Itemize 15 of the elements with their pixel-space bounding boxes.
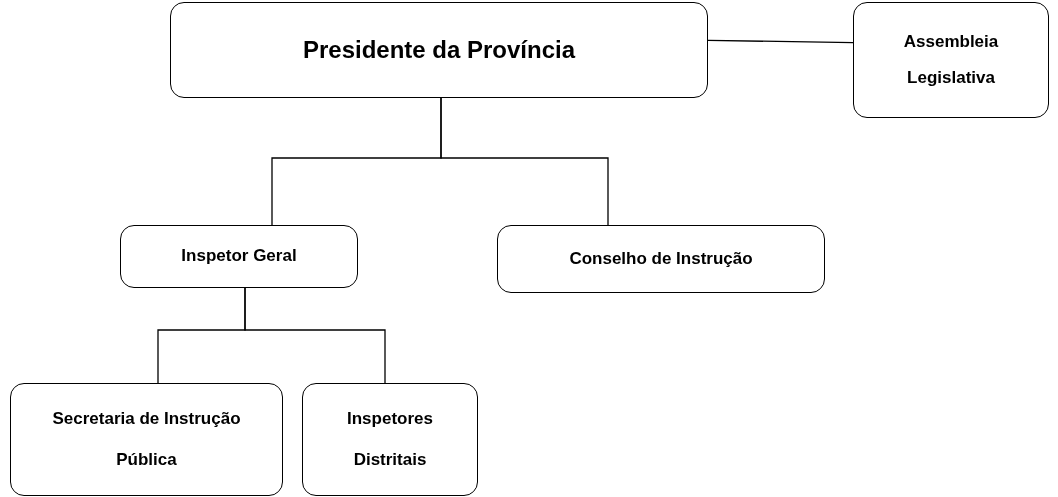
box-label: Secretaria de Instrução Pública <box>51 407 242 471</box>
org-box <box>10 383 283 496</box>
box-label: Inspetores Distritais <box>346 407 434 471</box>
connector-line <box>244 287 386 384</box>
box-label: Presidente da Província <box>302 35 576 65</box>
connector-line <box>707 39 854 44</box>
org-box <box>302 383 478 496</box>
org-box <box>497 225 825 293</box>
org-box <box>120 225 358 288</box>
box-label: Assembleia Legislativa <box>902 31 1000 89</box>
box-label: Inspetor Geral <box>181 246 297 267</box>
org-box <box>170 2 708 98</box>
org-box <box>853 2 1049 118</box>
box-label: Conselho de Instrução <box>569 248 753 270</box>
connector-line <box>440 97 609 226</box>
